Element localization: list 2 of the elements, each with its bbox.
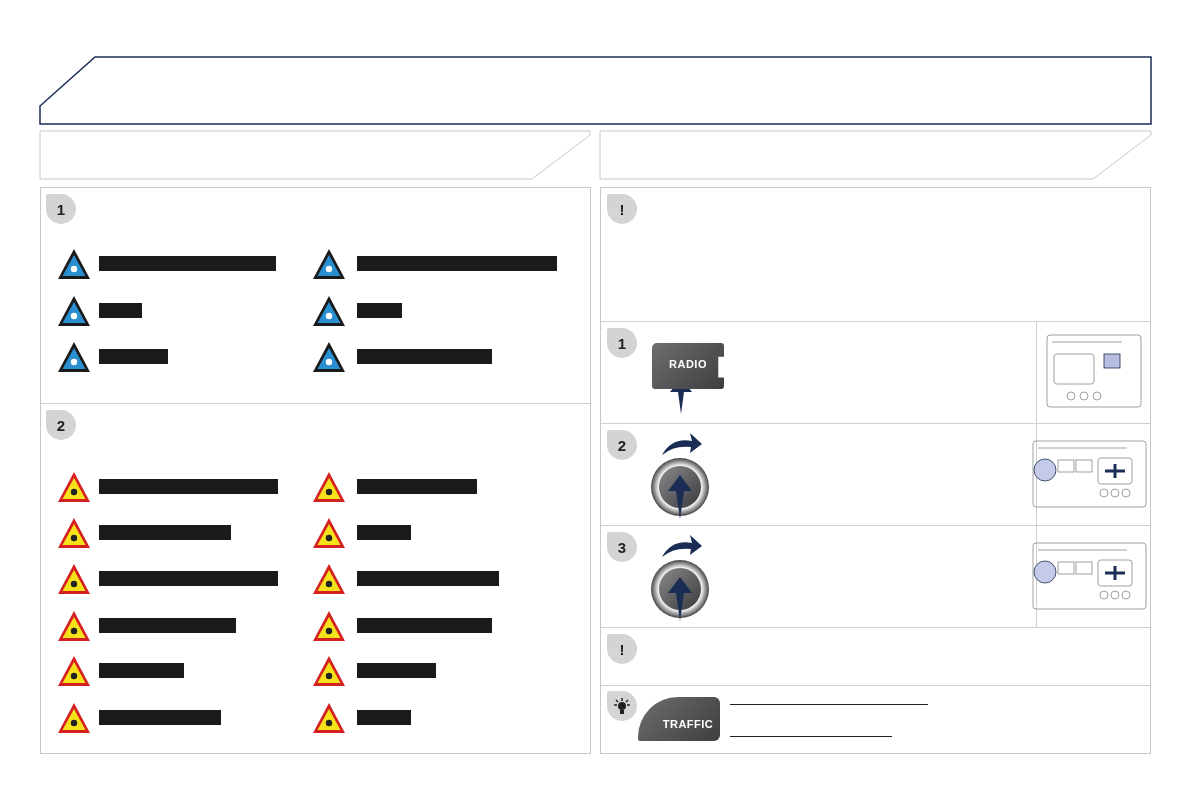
radio-button: RADIO: [652, 343, 724, 389]
traffic-button: TRAFFIC: [638, 697, 720, 741]
